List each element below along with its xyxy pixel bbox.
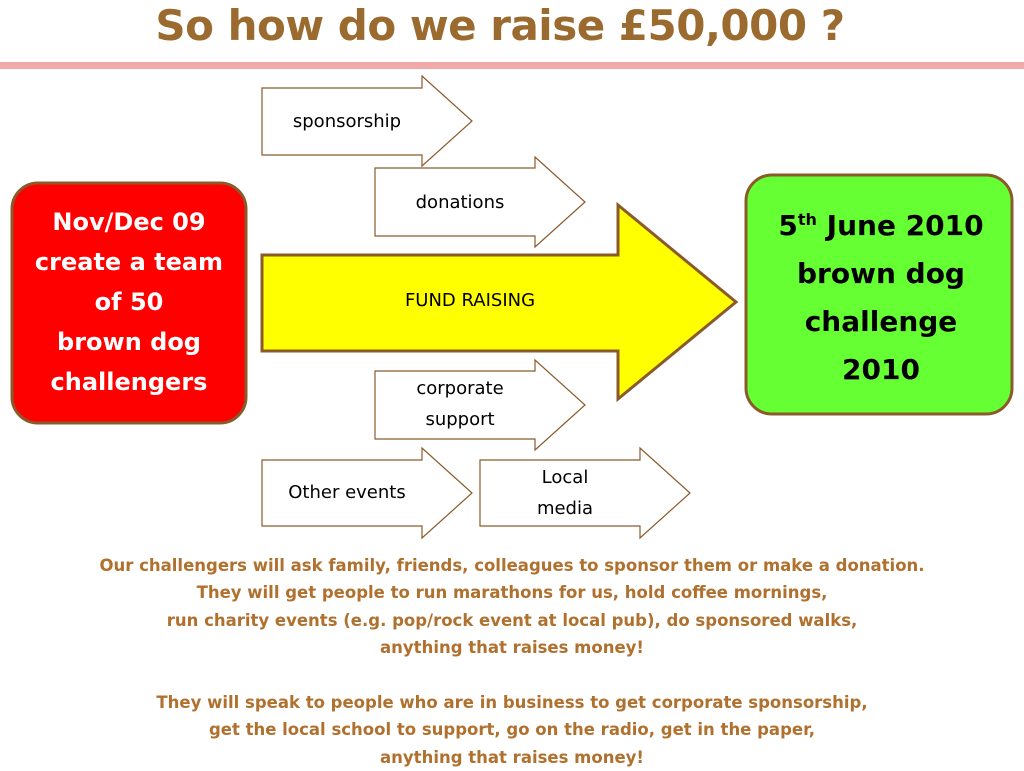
event-date: 5th June 2010	[778, 209, 984, 242]
donations-arrow	[374, 155, 586, 249]
end-box-text: 5th June 2010 brown dog challenge 2010	[750, 202, 1012, 394]
note-line: anything that raises money!	[380, 747, 644, 767]
fund-raising-label: FUND RAISING	[404, 290, 536, 311]
note-line: They will get people to run marathons fo…	[196, 583, 828, 603]
start-box-text: Nov/Dec 09 create a team of 50 brown dog…	[34, 208, 224, 396]
corporate-support-arrow	[374, 358, 586, 452]
end-box	[744, 173, 1014, 416]
note-line: get the local school to support, go on t…	[208, 720, 816, 740]
note-line: Our challengers will ask family, friends…	[99, 556, 925, 575]
note-line: anything that raises money!	[380, 638, 644, 658]
paragraph-gap	[20, 662, 1004, 689]
sponsorship-arrow	[261, 74, 473, 168]
sponsorship-label: sponsorship	[292, 111, 402, 132]
note-line: run charity events (e.g. pop/rock event …	[166, 610, 858, 630]
local-media-arrow	[479, 446, 691, 540]
local-media-label: Local media	[536, 467, 594, 519]
note-line: They will speak to people who are in bus…	[156, 693, 868, 713]
title-divider	[0, 62, 1024, 69]
start-box	[10, 181, 248, 425]
fundraising-notes: Our challengers will ask family, friends…	[20, 552, 1004, 771]
fund-raising-arrow	[260, 201, 739, 403]
page-title: So how do we raise £50,000 ?	[155, 1, 845, 50]
corporate-support-label: corporate support	[416, 378, 504, 430]
other-events-label: Other events	[288, 482, 406, 503]
other-events-arrow	[261, 446, 473, 540]
donations-label: donations	[415, 192, 505, 213]
